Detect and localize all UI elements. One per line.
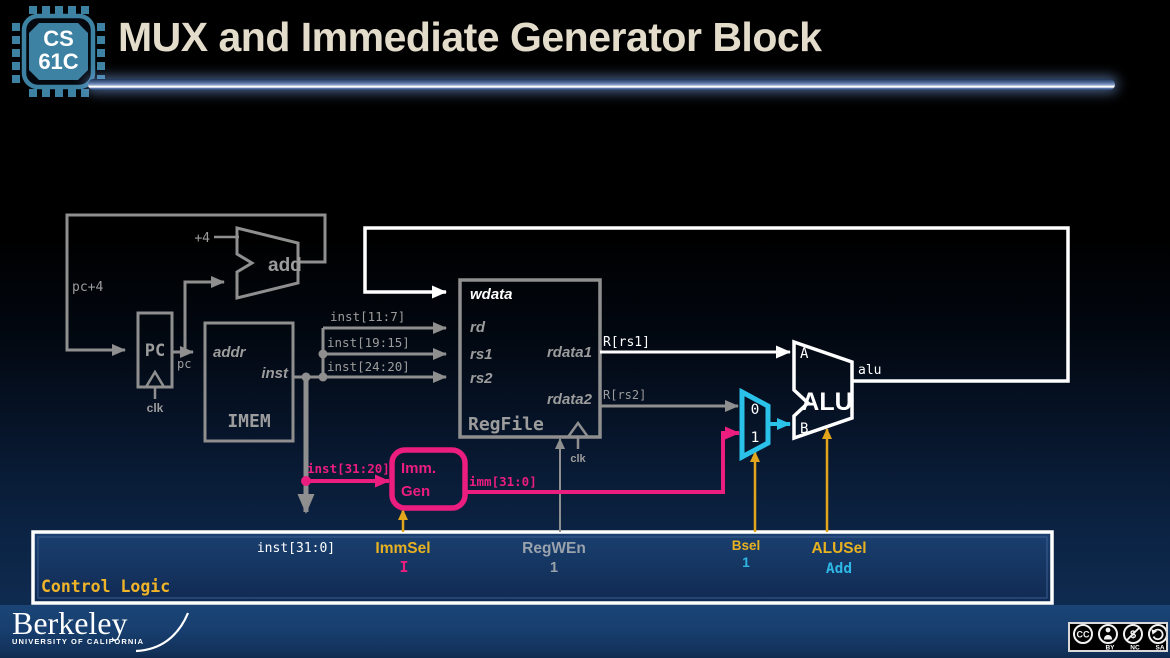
inst-11-7-label: inst[11:7] bbox=[330, 309, 405, 324]
regfile-rdata1-label: rdata1 bbox=[547, 344, 592, 361]
pc-to-add-wire bbox=[183, 276, 225, 352]
imem-label: IMEM bbox=[227, 411, 271, 432]
cc-icon: CC bbox=[1073, 624, 1093, 644]
cc-by-label: BY bbox=[1105, 645, 1115, 652]
mux-in0-label: 0 bbox=[751, 402, 760, 418]
alu-writeback-wire bbox=[363, 226, 1070, 383]
alu-a-label: A bbox=[800, 346, 809, 362]
add-unit bbox=[235, 226, 300, 300]
berkeley-wordmark: Berkeley bbox=[12, 605, 128, 641]
pc-plus4-loop-wire bbox=[65, 213, 327, 356]
pc-label: PC bbox=[145, 341, 165, 361]
inst-24-20-label: inst[24:20] bbox=[327, 359, 410, 374]
berkeley-logo: Berkeley UNIVERSITY OF CALIFORNIA bbox=[12, 606, 144, 646]
imem-block bbox=[203, 321, 295, 443]
regfile-clk-label: clk bbox=[570, 453, 586, 465]
pc-clk-label: clk bbox=[147, 401, 164, 415]
regfile-rd-label: rd bbox=[470, 319, 486, 336]
svg-text:CC: CC bbox=[1077, 630, 1090, 640]
regfile-rs2-label: rs2 bbox=[470, 370, 493, 387]
inst-19-15-label: inst[19:15] bbox=[327, 335, 410, 350]
inst-junction-dot3 bbox=[318, 349, 328, 359]
immgen-line2: Gen bbox=[401, 483, 430, 500]
logo-line2: 61C bbox=[38, 49, 78, 74]
imem-inst-label: inst bbox=[261, 365, 289, 382]
imm-31-0-label: imm[31:0] bbox=[469, 474, 537, 489]
footer-band: Berkeley UNIVERSITY OF CALIFORNIA CC $ bbox=[0, 605, 1170, 658]
add-label: add bbox=[268, 255, 302, 276]
alusel-value: Add bbox=[826, 561, 852, 577]
bsel-name: Bsel bbox=[732, 538, 761, 553]
pc-out-label: pc bbox=[177, 357, 191, 371]
immsel-name: ImmSel bbox=[375, 540, 430, 557]
cc-sa-icon bbox=[1148, 624, 1168, 644]
alu-unit bbox=[792, 339, 854, 441]
control-logic-title: Control Logic bbox=[41, 577, 170, 596]
title-underline bbox=[88, 79, 1115, 90]
imm-gen-block bbox=[389, 447, 468, 511]
logo-line1: CS bbox=[43, 26, 74, 51]
cc-nc-icon: $ bbox=[1123, 624, 1143, 644]
regfile-rdata2-label: rdata2 bbox=[547, 391, 593, 408]
imem-addr-label: addr bbox=[213, 344, 247, 361]
immsel-value: I bbox=[399, 558, 408, 576]
cc-by-icon bbox=[1098, 624, 1118, 644]
imm-wire bbox=[465, 426, 740, 494]
control-inst-bus-label: inst[31:0] bbox=[257, 541, 335, 556]
inst-junction-dot2 bbox=[318, 372, 328, 382]
regfile-label: RegFile bbox=[468, 414, 544, 435]
cc-nc-label: NC bbox=[1130, 645, 1140, 652]
r-rs1-label: R[rs1] bbox=[603, 335, 650, 350]
alu-out-label: alu bbox=[858, 363, 881, 378]
bsel-value: 1 bbox=[742, 555, 750, 570]
berkeley-subtitle: UNIVERSITY OF CALIFORNIA bbox=[12, 637, 145, 646]
b-mux bbox=[739, 387, 771, 462]
berkeley-swoosh bbox=[135, 612, 190, 653]
cc-license-badge: CC $ BY N bbox=[1068, 622, 1168, 652]
inst-31-20-label: inst[31:20] bbox=[307, 461, 390, 476]
cs61c-chip-icon: CS 61C bbox=[12, 6, 105, 97]
plus4-label: +4 bbox=[194, 231, 210, 246]
regwen-value: 1 bbox=[550, 560, 558, 576]
slide-title: MUX and Immediate Generator Block bbox=[118, 14, 822, 60]
alu-label: ALU bbox=[801, 388, 852, 416]
regwen-name: RegWEn bbox=[522, 540, 586, 557]
cc-sa-label: SA bbox=[1155, 645, 1164, 652]
pc-register bbox=[136, 311, 174, 399]
alu-b-label: B bbox=[800, 421, 808, 437]
pc-plus4-label: pc+4 bbox=[72, 280, 103, 295]
r-rs2-label: R[rs2] bbox=[603, 388, 646, 402]
regfile-rs1-label: rs1 bbox=[470, 346, 493, 363]
regfile-block bbox=[458, 278, 602, 449]
alusel-name: ALUSel bbox=[811, 540, 866, 557]
immgen-line1: Imm. bbox=[401, 460, 436, 477]
control-logic-box bbox=[31, 530, 1054, 605]
mux-in1-label: 1 bbox=[751, 430, 760, 446]
regfile-wdata-label: wdata bbox=[470, 286, 513, 303]
